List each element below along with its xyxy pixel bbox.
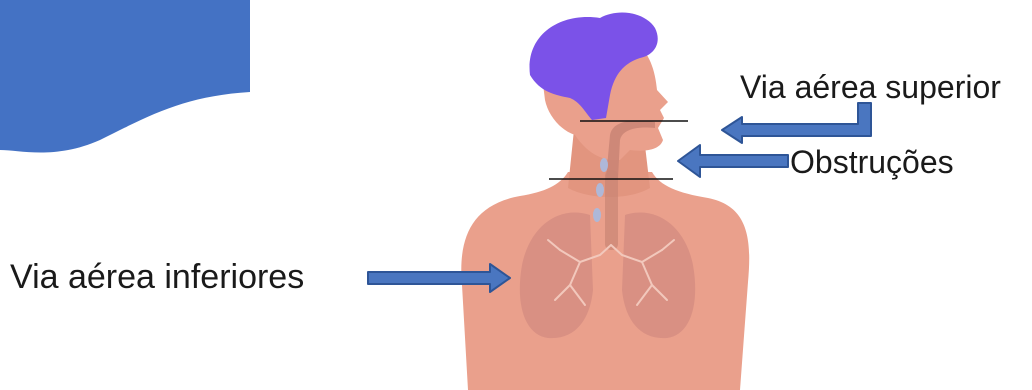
obstructions-arrow: [678, 145, 788, 177]
upper-airway-arrow: [722, 103, 871, 143]
droplet-2: [596, 183, 604, 197]
obstructions-label: Obstruções: [790, 146, 954, 178]
droplet-3: [593, 208, 601, 222]
upper-airway-label: Via aérea superior: [740, 71, 1001, 103]
lower-airway-label: Via aérea inferiores: [10, 260, 304, 294]
trachea: [605, 170, 618, 250]
droplet-1: [600, 158, 608, 172]
corner-wave-shape: [0, 0, 250, 153]
